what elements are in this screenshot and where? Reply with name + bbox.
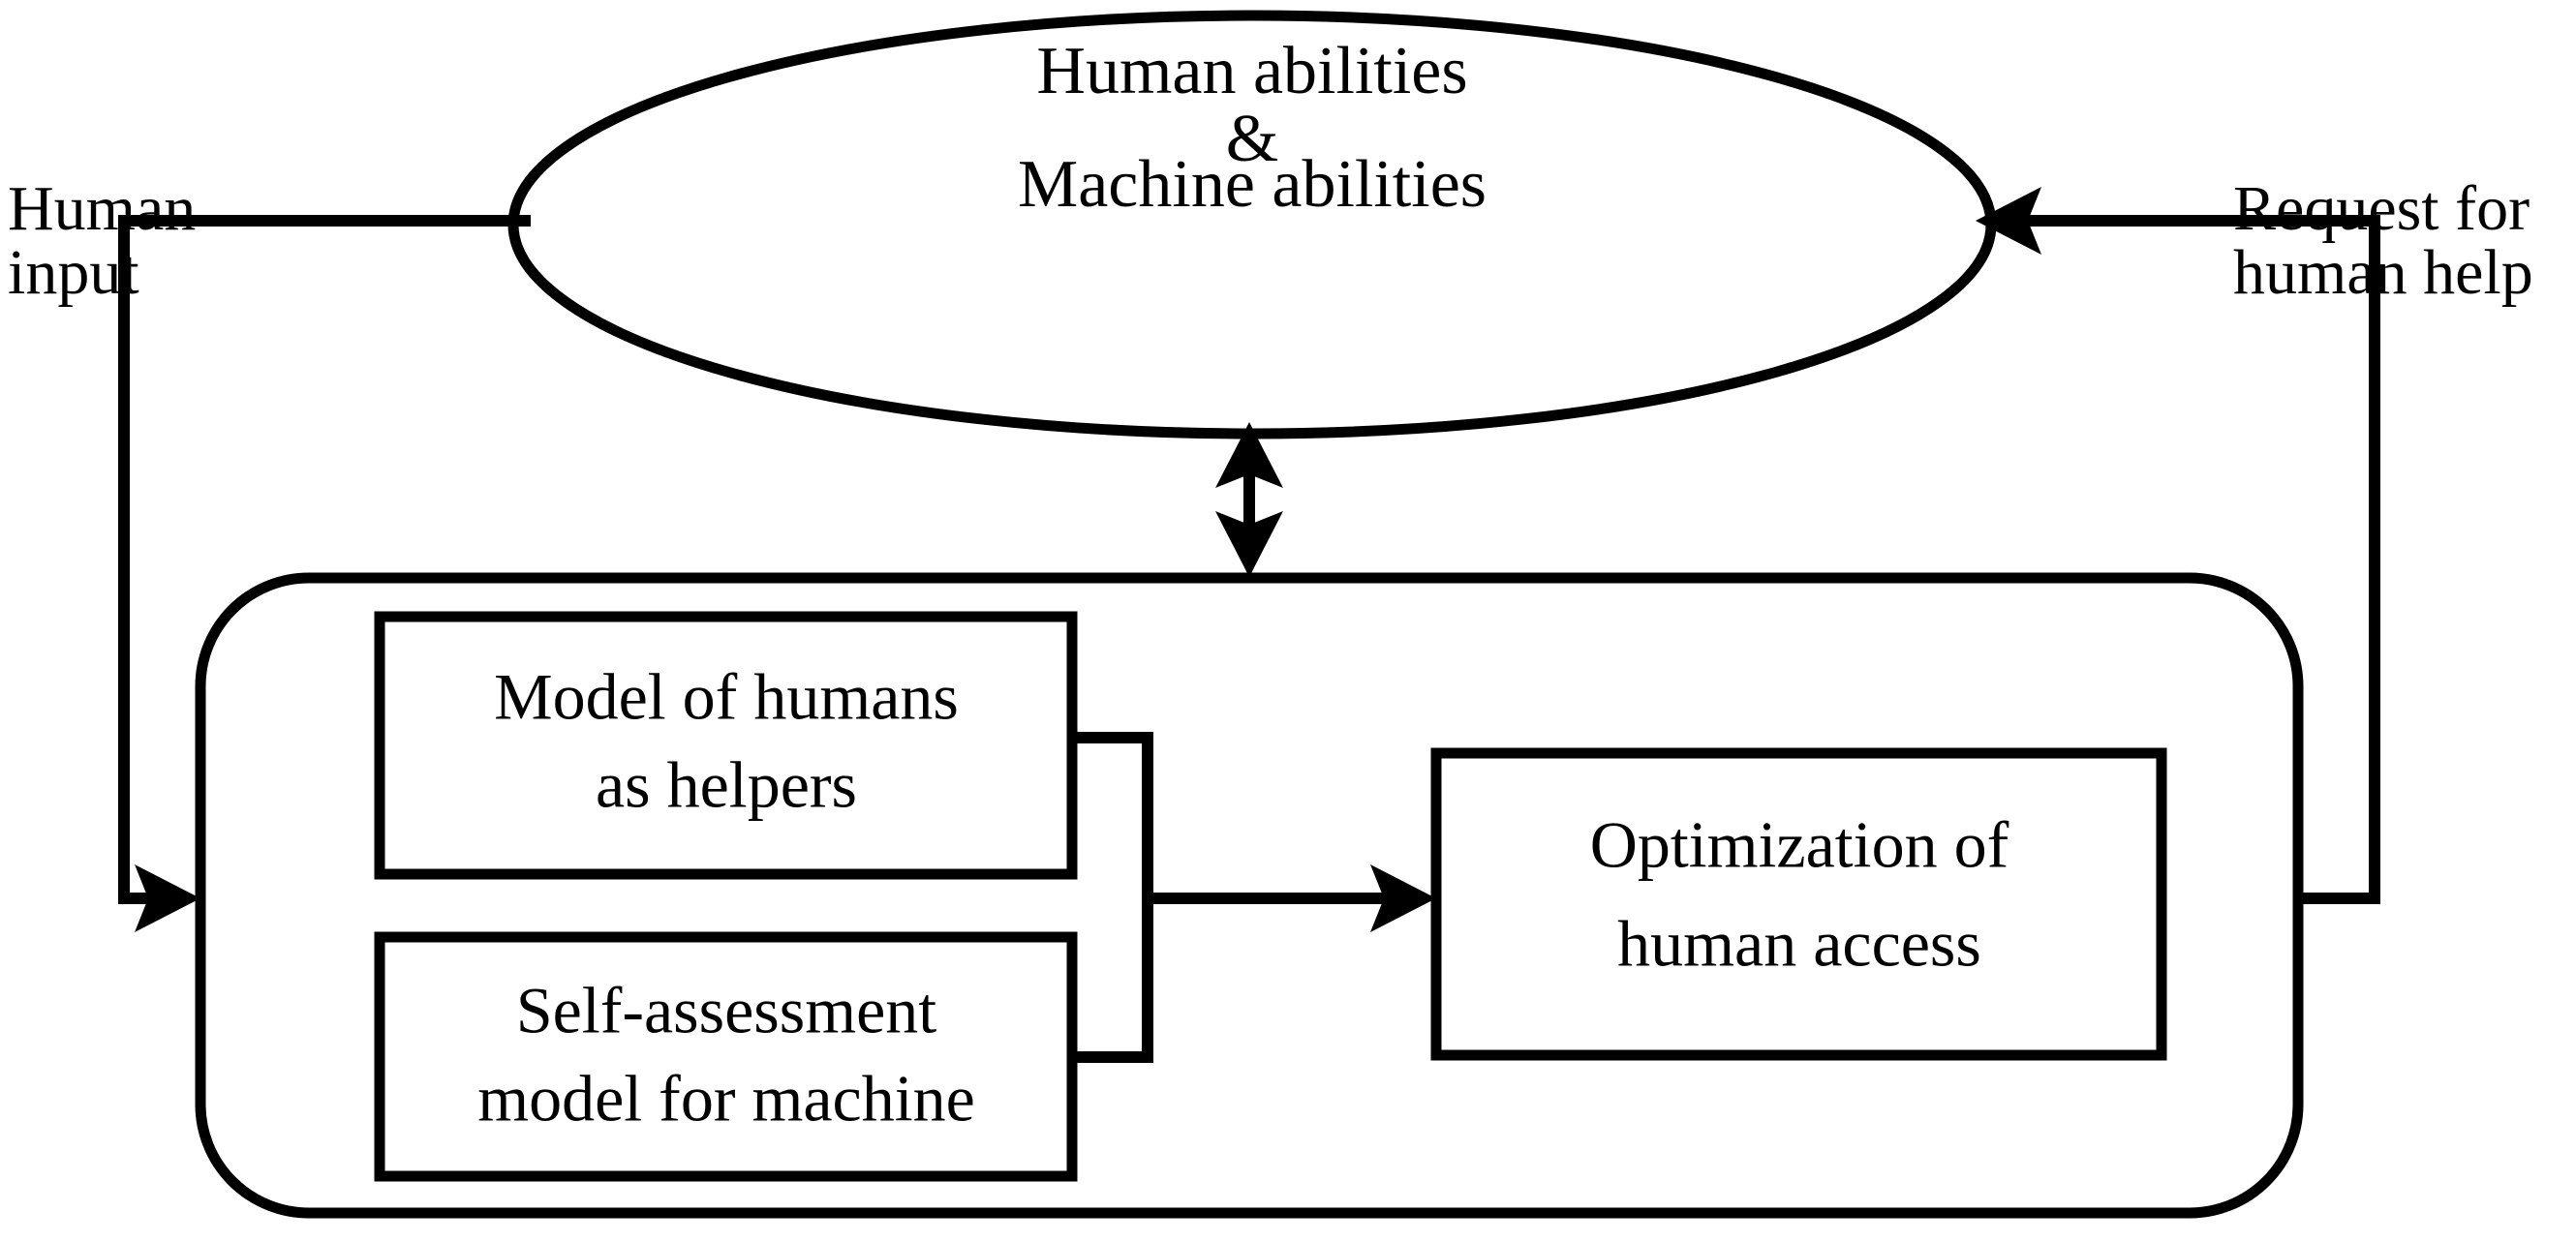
self-assessment-line2: model for machine xyxy=(477,1062,975,1136)
abilities-ellipse-line1: Human abilities xyxy=(1036,34,1467,108)
request-help-path xyxy=(2024,215,2380,904)
human-input-label-line2: input xyxy=(8,237,139,308)
edge-human-input: Human input xyxy=(8,173,531,932)
request-help-label-line2: human help xyxy=(2233,237,2533,308)
node-model-of-humans: Model of humans as helpers xyxy=(374,611,1078,880)
human-input-label-line1: Human xyxy=(8,173,196,244)
request-help-label-line1: Request for xyxy=(2233,173,2530,244)
self-assessment-line1: Self-assessment xyxy=(516,974,936,1047)
model-of-humans-outline xyxy=(374,611,1078,880)
abilities-exchange-arrowhead-up xyxy=(1215,422,1283,488)
node-abilities-ellipse: Human abilities & Machine abilities xyxy=(507,10,1997,439)
model-of-humans-line2: as helpers xyxy=(596,748,857,822)
optimization-outline xyxy=(1430,747,2167,1061)
model-of-humans-line1: Model of humans xyxy=(494,660,959,734)
optimization-line2: human access xyxy=(1617,907,1981,981)
edge-abilities-exchange xyxy=(1215,422,1283,577)
node-optimization: Optimization of human access xyxy=(1430,747,2167,1061)
edge-request-for-human-help: Request for human help xyxy=(1976,173,2533,904)
optimization-line1: Optimization of xyxy=(1590,808,2009,882)
request-help-arrowhead xyxy=(1976,187,2041,255)
human-input-arrowhead xyxy=(135,864,200,932)
models-bracket-path xyxy=(1072,732,1153,1063)
abilities-exchange-arrowhead-down xyxy=(1215,511,1283,577)
node-self-assessment: Self-assessment model for machine xyxy=(374,931,1078,1182)
abilities-ellipse-line3: Machine abilities xyxy=(1018,147,1487,222)
human-input-path xyxy=(118,215,531,904)
edge-models-to-optimization xyxy=(1072,732,1436,1063)
models-to-optimization-arrowhead xyxy=(1370,864,1436,932)
abilities-ellipse-line2: & xyxy=(1226,102,1278,176)
